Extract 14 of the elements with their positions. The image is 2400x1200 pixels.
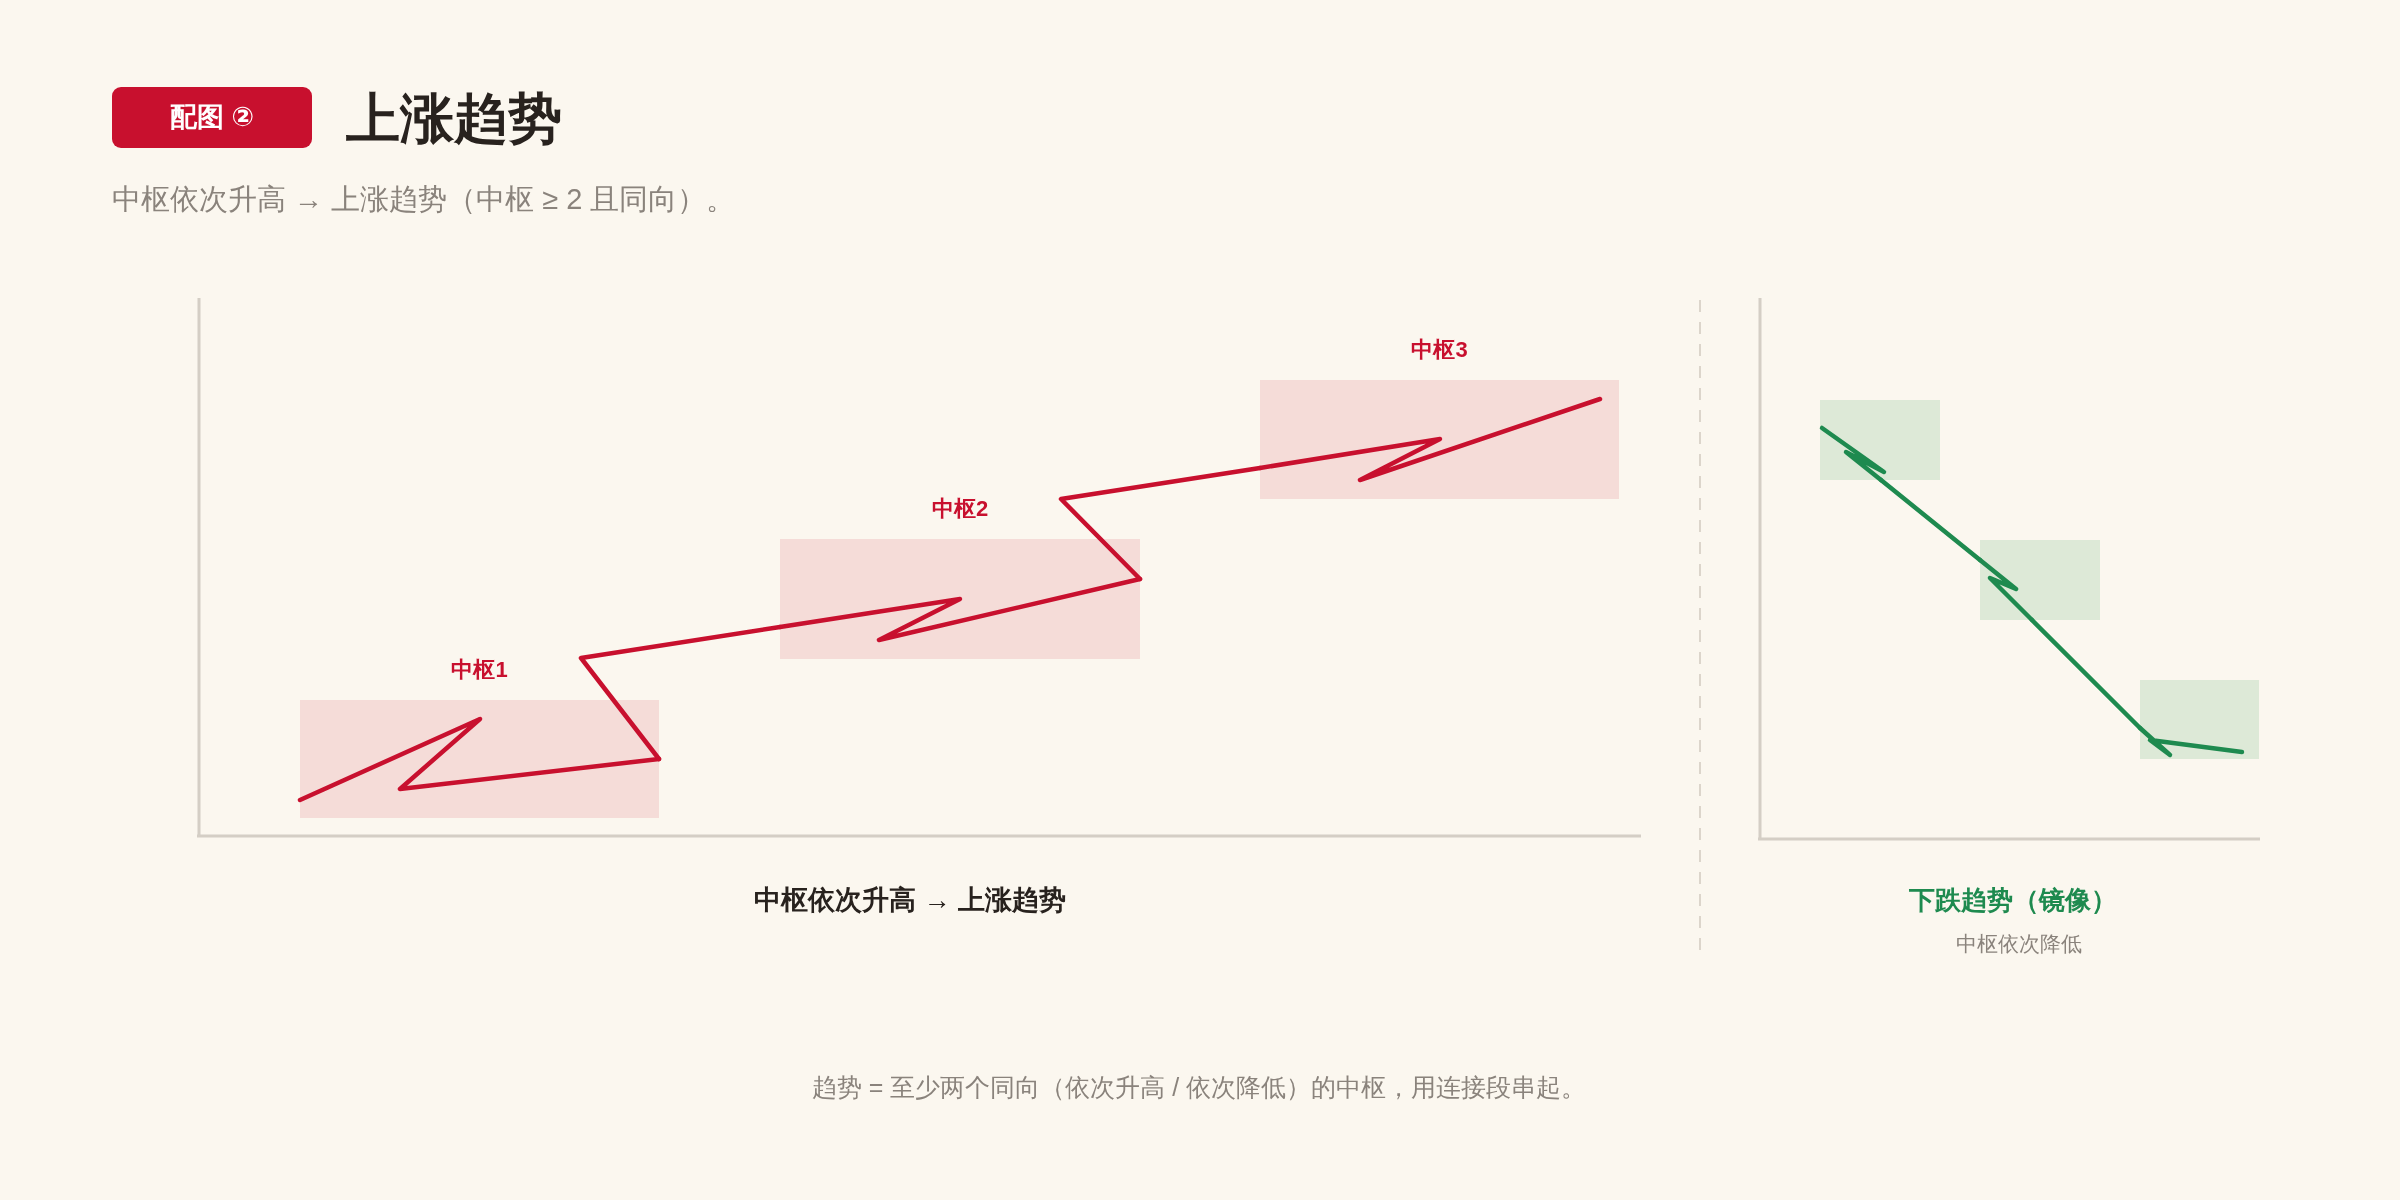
zone-label: 中枢1 [451,656,508,684]
connecting-segment [1058,465,1263,582]
panel-caption: 中枢依次升高 → 上涨趋势 [754,884,1066,917]
subtitle: 中枢依次升高 → 上涨趋势（中枢 ≥ 2 且同向）。 [112,182,736,217]
panel-subcaption: 中枢依次降低 [1956,931,2082,957]
connecting-segment [1878,477,1983,563]
zone-label: 中枢2 [931,495,989,523]
zone-label: 中枢3 [1411,336,1468,364]
footnote: 趋势 = 至少两个同向（依次升高 / 依次降低）的中枢，用连接段串起。 [811,1072,1587,1103]
connecting-segment [578,624,783,762]
connecting-segment [2029,617,2143,731]
panel-caption: 下跌趋势（镜像） [1909,884,2117,917]
figure-tag: 配图 ② [112,87,312,148]
title: 上涨趋势 [346,87,562,150]
